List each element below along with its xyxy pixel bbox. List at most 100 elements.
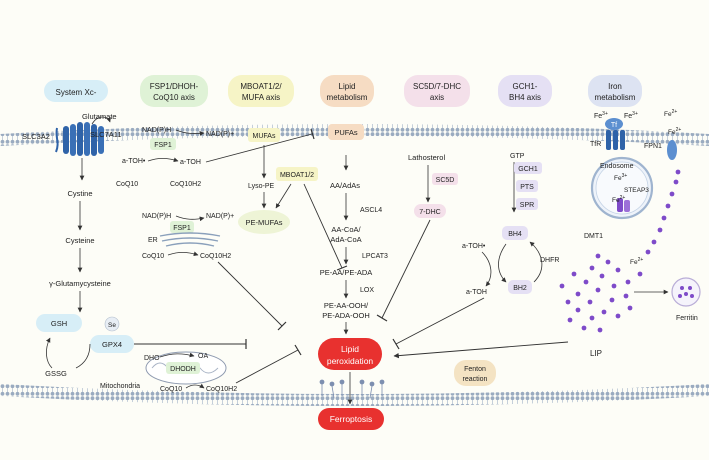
axis-header-mboat: MBOAT1/2/ MUFA axis bbox=[228, 75, 294, 107]
er-organelle-icon bbox=[159, 232, 221, 247]
fsp1-node-2: FSP1 bbox=[170, 221, 194, 233]
axis-label: System Xc- bbox=[56, 88, 97, 97]
glutamylcysteine-label: γ-Glutamycysteine bbox=[49, 279, 111, 288]
dhodh-node: DHODH bbox=[166, 362, 200, 374]
axis-header-lipid: Lipid metabolism bbox=[320, 75, 374, 107]
tfr-label: TfR bbox=[590, 141, 601, 148]
mboat12-node: MBOAT1/2 bbox=[276, 167, 318, 181]
aa-adas-label: AA/AdAs bbox=[330, 181, 360, 190]
coq10h2-label-3: CoQ10H2 bbox=[206, 386, 237, 393]
axis-label: GCH1- bbox=[513, 82, 538, 91]
oxidized-lipid-icons bbox=[319, 379, 385, 399]
iron-particles bbox=[559, 169, 681, 333]
endosome-label: Endosome bbox=[600, 163, 634, 170]
gssg-label: GSSG bbox=[45, 369, 67, 378]
se-label: Se bbox=[108, 322, 116, 329]
nadp-label-1: NAD(P)+ bbox=[206, 131, 234, 138]
plasma-membrane-bottom bbox=[0, 384, 709, 406]
axis-label-line2: MUFA axis bbox=[242, 93, 280, 102]
ada-coa-label: AdA-CoA bbox=[330, 235, 361, 244]
dho-label: DHO bbox=[144, 355, 160, 362]
coq10h2-label-1: CoQ10H2 bbox=[170, 181, 201, 188]
mboat12-label: MBOAT1/2 bbox=[280, 172, 314, 179]
slc7a11-transporter-icon bbox=[55, 122, 104, 156]
fe2-lip-label: Fe2+ bbox=[630, 257, 643, 266]
fenton-label: Fenton bbox=[464, 366, 486, 373]
coq10-label-3: CoQ10 bbox=[160, 386, 182, 393]
lpcat3-label: LPCAT3 bbox=[362, 253, 388, 260]
axis-label: SC5D/7-DHC bbox=[413, 82, 461, 91]
axis-label-line2: CoQ10 axis bbox=[153, 93, 195, 102]
axis-header-system-xc: System Xc- bbox=[44, 80, 108, 102]
axis-label: Lipid bbox=[339, 82, 356, 91]
dmt1-label: DMT1 bbox=[584, 233, 603, 240]
fsp1-label-2: FSP1 bbox=[173, 225, 191, 232]
fe3-label-1: Fe3+ bbox=[594, 111, 608, 120]
pe-mufas-node: PE-MUFAs bbox=[238, 210, 290, 234]
bh2-label: BH2 bbox=[513, 285, 527, 292]
axis-label-line2: BH4 axis bbox=[509, 93, 541, 102]
pts-label: PTS bbox=[520, 184, 534, 191]
spr-label: SPR bbox=[520, 202, 534, 209]
7-dhc-node: 7-DHC bbox=[414, 204, 446, 218]
coq10-label-2: CoQ10 bbox=[142, 253, 164, 260]
nadph-label-1: NAD(P)H bbox=[142, 127, 171, 134]
lysope-label: Lyso-PE bbox=[248, 183, 275, 190]
axis-header-fsp1: FSP1/DHOH- CoQ10 axis bbox=[140, 75, 208, 107]
transferrin-icon: Tf bbox=[605, 118, 623, 130]
pufas-node: PUFAs bbox=[328, 124, 364, 140]
ferroptosis-label: Ferroptosis bbox=[330, 414, 373, 424]
ferritin-label: Ferritin bbox=[676, 315, 698, 322]
aa-coa-label: AA-CoA/ bbox=[331, 225, 361, 234]
ferroptosis-node: Ferroptosis bbox=[318, 408, 384, 430]
nadph-label-2: NAD(P)H bbox=[142, 213, 171, 220]
oa-label: OA bbox=[198, 353, 208, 360]
dhfr-label: DHFR bbox=[540, 257, 559, 264]
axis-label: Iron bbox=[608, 82, 622, 91]
atoh-label-1: a-TOH bbox=[180, 159, 201, 166]
gch1-enzyme-node: GCH1 bbox=[514, 162, 542, 174]
fe2-label-a: Fe2+ bbox=[664, 109, 677, 118]
fpn1-label: FPN1 bbox=[644, 143, 662, 150]
ferritin-icon bbox=[671, 277, 701, 307]
pufas-label: PUFAs bbox=[334, 128, 358, 137]
fpn1-transporter-icon bbox=[667, 140, 677, 160]
lipid-peroxidation-label: Lipid bbox=[341, 344, 359, 354]
fenton-reaction-node: Fenton reaction bbox=[454, 360, 496, 386]
bh4-label: BH4 bbox=[508, 231, 522, 238]
lipid-peroxidation-label-line2: peroxidation bbox=[327, 356, 374, 366]
endosome-organelle-icon bbox=[590, 156, 654, 220]
axis-label-line2: metabolism bbox=[327, 93, 368, 102]
axis-header-iron: Iron metabolism bbox=[588, 75, 642, 107]
lip-label: LIP bbox=[590, 349, 602, 358]
mitochondria-label: Mitochondria bbox=[100, 383, 140, 390]
gpx4-label: GPX4 bbox=[102, 340, 122, 349]
fe2-label-b: Fe2+ bbox=[668, 127, 681, 136]
fsp1-label-1: FSP1 bbox=[154, 142, 172, 149]
nadp-label-2: NAD(P)+ bbox=[206, 213, 234, 220]
tfr-receptor-icon bbox=[606, 130, 625, 150]
axis-label-line2: metabolism bbox=[595, 93, 636, 102]
pe-aa-ooh-label: PE-AA-OOH/ bbox=[324, 301, 369, 310]
tf-label: Tf bbox=[611, 122, 617, 129]
steap3-label: STEAP3 bbox=[624, 187, 649, 194]
bh2-node: BH2 bbox=[508, 280, 532, 294]
bh4-node: BH4 bbox=[502, 226, 528, 240]
pe-ada-ooh-label: PE-ADA-OOH bbox=[322, 311, 370, 320]
se-node: Se bbox=[104, 316, 120, 332]
lox-label: LOX bbox=[360, 287, 374, 294]
pts-enzyme-node: PTS bbox=[516, 180, 538, 192]
cystine-label: Cystine bbox=[67, 189, 92, 198]
fe3-label-2: Fe3+ bbox=[624, 111, 638, 120]
cysteine-label: Cysteine bbox=[65, 236, 94, 245]
glutamate-label: Glutamate bbox=[82, 112, 117, 121]
sc5d-label: SC5D bbox=[436, 177, 455, 184]
gpx4-node: GPX4 bbox=[90, 335, 134, 353]
dhodh-label: DHODH bbox=[170, 366, 196, 373]
axis-label-line2: axis bbox=[430, 93, 444, 102]
sc5d-enzyme-node: SC5D bbox=[432, 173, 458, 185]
mufas-label: MUFAs bbox=[253, 133, 276, 140]
atoh-label-2: a-TOH bbox=[466, 289, 487, 296]
coq10h2-label-2: CoQ10H2 bbox=[200, 253, 231, 260]
